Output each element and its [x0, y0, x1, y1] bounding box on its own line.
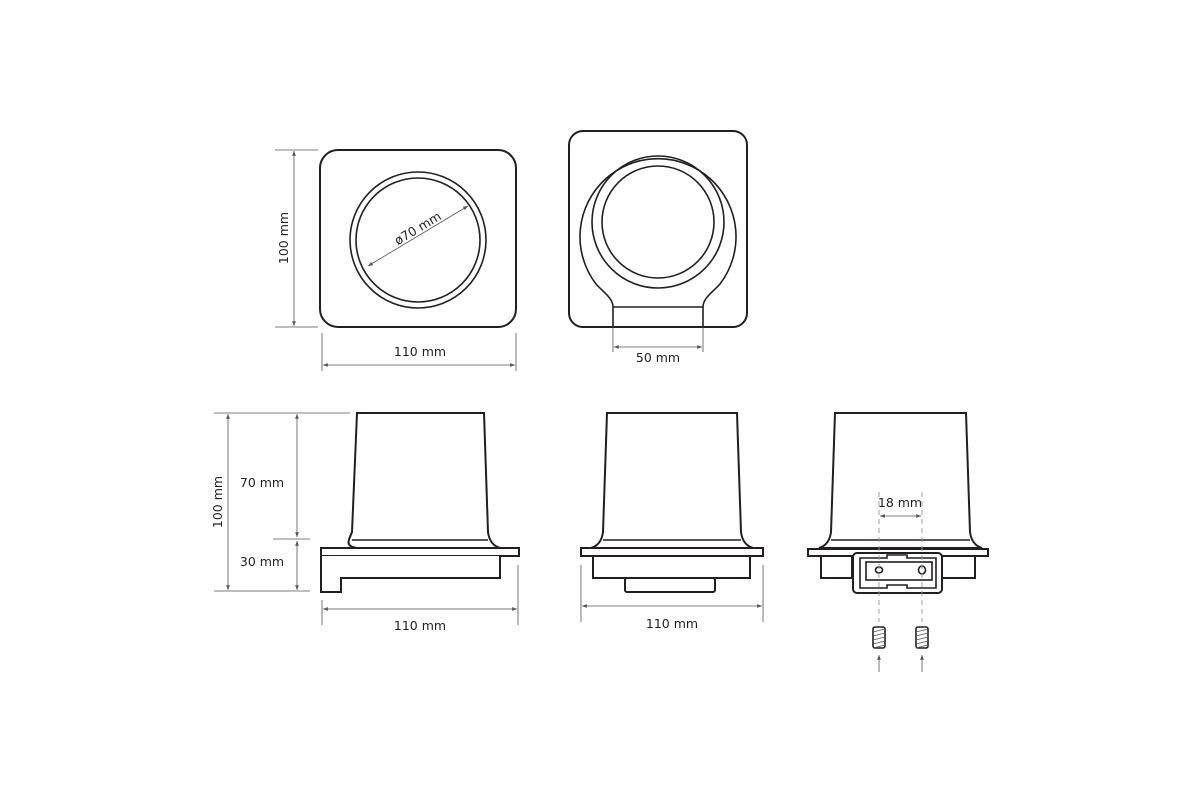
flange-outline — [320, 547, 520, 557]
back-plate-outline — [568, 130, 748, 328]
ring-outer-outline — [579, 157, 737, 327]
cup-outline — [818, 412, 983, 549]
cup-inner-circle — [355, 177, 481, 303]
side-block-left — [820, 555, 853, 579]
width-label: 110 mm — [394, 618, 446, 633]
diameter-dimension-line — [367, 205, 469, 267]
bracket-outline — [624, 577, 716, 593]
flange-outline — [580, 547, 764, 557]
neck-width-label: 50 mm — [636, 350, 680, 365]
screw-right-icon — [915, 626, 929, 649]
screw-left-icon — [872, 626, 886, 649]
width-label: 110 mm — [394, 344, 446, 359]
cup-outer-circle — [349, 171, 487, 309]
cup-height-label: 70 mm — [240, 475, 284, 490]
side-view: 100 mm 70 mm 30 mm 110 mm — [210, 412, 520, 633]
top-view-diameter: ø70 mm 100 mm 110 mm — [275, 149, 517, 371]
side-block-right — [941, 555, 976, 579]
mounting-clip-outline — [852, 552, 943, 594]
height-label: 100 mm — [276, 212, 291, 264]
clip-inner-outline — [859, 554, 937, 589]
ring-inner-circle — [601, 165, 715, 279]
top-view-ring: 50 mm — [568, 130, 748, 365]
cup-outline — [590, 412, 754, 549]
base-body-outline — [592, 555, 751, 579]
screw-spacing-label: 18 mm — [878, 495, 922, 510]
base-height-label: 30 mm — [240, 554, 284, 569]
clip-plate — [865, 561, 933, 581]
cup-outline — [347, 412, 501, 549]
front-view: 110 mm — [580, 412, 764, 631]
mounting-view: 18 mm — [807, 412, 989, 672]
ring-middle-circle — [591, 155, 725, 289]
wall-bracket-outline — [320, 556, 501, 593]
total-height-label: 100 mm — [210, 476, 225, 528]
width-label: 110 mm — [646, 616, 698, 631]
